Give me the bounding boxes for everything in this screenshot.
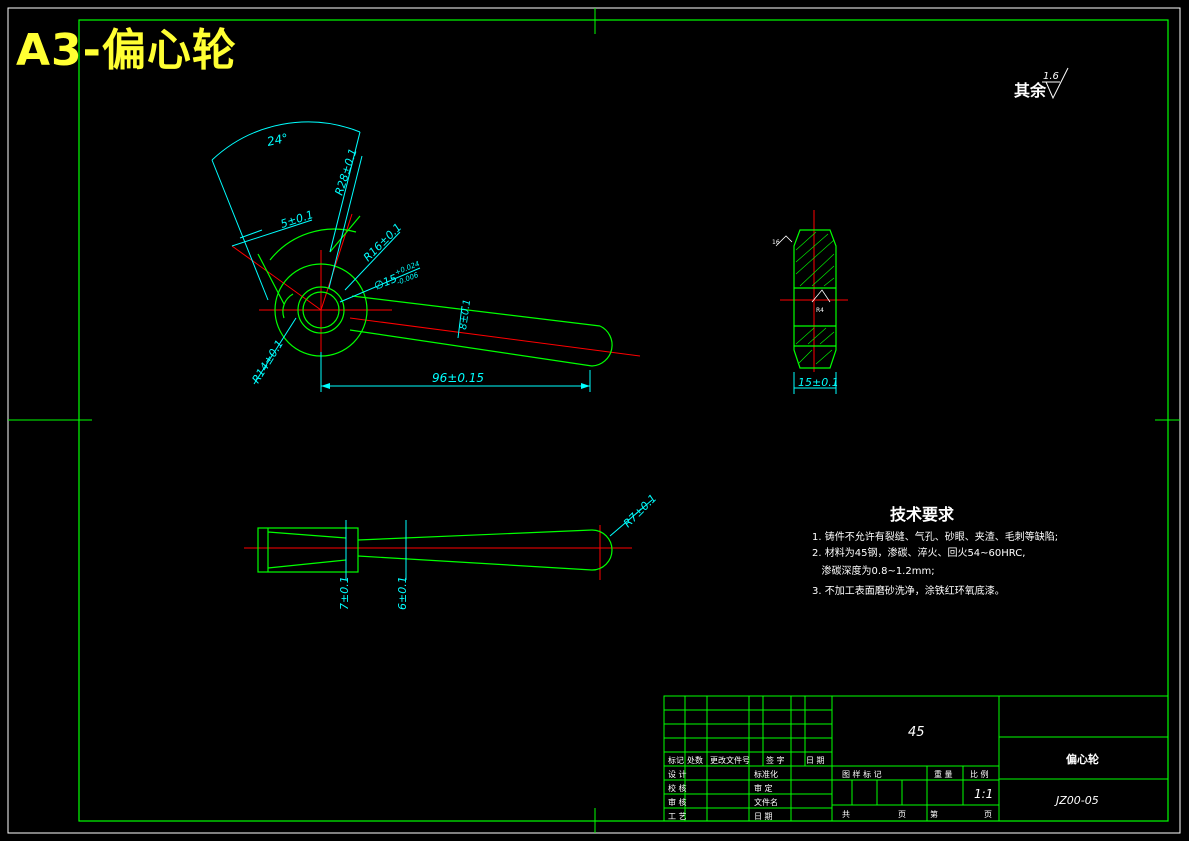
tb-mark: 标记 [668,755,684,765]
tb-design: 设 计 [668,769,687,779]
front-dimension-lines [211,121,591,392]
side-hatch [795,231,835,365]
dim-r7: R7±0.1 [621,492,659,530]
tb-total: 共 [842,810,850,819]
dim-r14: R14±0.1 [250,338,287,386]
tb-date: 日 期 [806,756,825,765]
dim-angle: 24° [266,131,290,149]
drawing-number: JZ00-05 [1054,794,1099,807]
front-view: 24° R28±0.1 5±0.1 R16±0.1 ∅15 +0.024 -0.… [211,121,641,392]
part-name: 偏心轮 [1066,752,1099,766]
tech-req-item-3: 渗碳深度为0.8~1.2mm; [812,564,935,577]
tb-process: 工 艺 [668,812,687,821]
tb-sheet: 页 [898,810,906,819]
drawing-title: A3-偏心轮 [16,25,237,76]
front-centerlines [231,213,641,372]
tb-date2: 日 期 [754,812,773,821]
tb-page: 页 [984,810,992,819]
title-block [663,695,1169,822]
sheet-border [7,7,1181,834]
tb-review: 审 核 [668,797,687,807]
tech-req-item-4: 3. 不加工表面磨砂洗净，涂铁红环氧底漆。 [812,584,1005,597]
surface-finish-note: 其余 1.6 [1014,67,1069,100]
title-block-text: 45 偏心轮 JZ00-05 1:1 标记 处数 更改文件号 签 字 日 期 设… [668,725,1099,821]
tb-sign: 签 字 [766,755,785,765]
tb-standard: 标准化 [754,769,778,779]
front-dimension-arrows [321,383,590,389]
dim-96: 96±0.15 [432,371,484,385]
dim-7: 7±0.1 [338,576,351,610]
tb-count: 处数 [687,755,703,765]
scale-value: 1:1 [974,787,993,801]
centering-marks [8,8,1180,833]
side-view: R4 16 15±0.1 [772,210,848,394]
side-mark-r4: R4 [816,307,824,314]
dim-r16: R16±0.1 [361,221,404,264]
orientation-mark [1145,19,1169,42]
tech-req-item-1: 1. 铸件不允许有裂缝、气孔、砂眼、夹渣、毛刺等缺陷; [812,530,1058,543]
tech-req-item-2: 2. 材料为45钢，渗碳、淬火、回火54~60HRC, [812,546,1025,559]
drawing-frame [78,19,1169,822]
material-value: 45 [908,725,925,740]
dim-15-width: 15±0.1 [798,376,839,389]
tb-ratio: 比 例 [970,769,989,779]
dim-8: 8±0.1 [458,299,473,331]
dim-5: 5±0.1 [279,208,315,231]
tb-change-doc: 更改文件号 [710,755,750,765]
dim-r28: R28±0.1 [332,147,359,197]
technical-requirements: 技术要求 1. 铸件不允许有裂缝、气孔、砂眼、夹渣、毛刺等缺陷; 2. 材料为4… [812,505,1058,597]
tb-doc-name: 文件名 [754,797,778,807]
surface-finish-label: 其余 [1014,81,1047,100]
dim-6: 6±0.1 [396,576,409,610]
tb-stage-mark: 图 样 标 记 [842,769,882,779]
top-view: R7±0.1 7±0.1 6±0.1 [244,492,659,610]
surface-finish-value: 1.6 [1043,71,1059,82]
front-outline [257,215,613,367]
tb-approve: 审 定 [754,783,773,793]
side-mark-16: 16 [772,239,780,246]
tb-no: 第 [930,809,938,819]
tb-check: 校 核 [668,783,687,793]
tb-weight: 重 量 [934,769,953,779]
tech-req-title: 技术要求 [890,505,955,524]
